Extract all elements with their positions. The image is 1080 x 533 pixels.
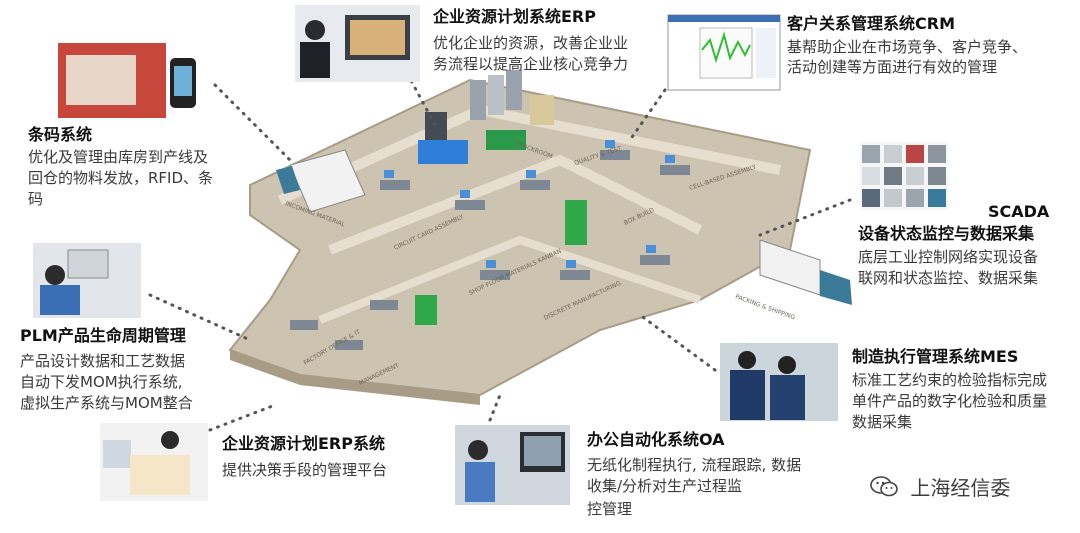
- scada-title: 设备状态监控与数据采集: [858, 224, 1035, 243]
- barcode-desc-2: 回仓的物料发放，RFID、条: [28, 169, 214, 187]
- mes-desc-1: 标准工艺约束的检验指标完成: [852, 371, 1048, 389]
- plm-title: PLM产品生命周期管理: [20, 326, 186, 345]
- oa-desc-2: 收集/分析对生产过程监: [587, 477, 743, 495]
- green-rack: [565, 200, 587, 245]
- erp-top-desc-2: 务流程以提高企业核心竞争力: [433, 55, 629, 73]
- erp-bottom-title: 企业资源计划ERP系统: [222, 434, 385, 453]
- scada-title-en: SCADA: [988, 202, 1050, 221]
- mes-title: 制造执行管理系统MES: [852, 347, 1019, 366]
- scada-desc-1: 底层工业控制网络实现设备: [858, 248, 1039, 266]
- shipping-truck: [759, 239, 852, 305]
- incoming-truck: [276, 149, 366, 213]
- crm-desc-1: 基帮助企业在市场竞争、客户竞争、: [787, 38, 1028, 56]
- oa-desc-3: 控管理: [587, 500, 633, 518]
- erp-top-title: 企业资源计划系统ERP: [433, 7, 596, 26]
- connector-lines: [148, 58, 852, 432]
- crm-desc-2: 活动创建等方面进行有效的管理: [787, 58, 998, 76]
- scada-photo: [860, 142, 948, 210]
- watermark: 上海经信委: [870, 472, 1010, 503]
- oa-desc-1: 无纸化制程执行, 流程跟踪, 数据: [587, 456, 802, 474]
- wechat-icon: [870, 476, 898, 503]
- erp-top-desc-1: 优化企业的资源，改善企业业: [433, 34, 629, 52]
- barcode-desc-3: 码: [28, 190, 44, 208]
- scada-desc-2: 联网和状态监控、数据采集: [858, 269, 1039, 287]
- mes-desc-2: 单件产品的数字化检验和质量: [852, 392, 1048, 410]
- barcode-title: 条码系统: [28, 125, 93, 144]
- plm-desc-1: 产品设计数据和工艺数据: [20, 352, 186, 370]
- stockroom-racks: [425, 70, 554, 140]
- watermark-text: 上海经信委: [910, 476, 1011, 500]
- crm-title: 客户关系管理系统CRM: [787, 14, 955, 33]
- svg-text:PACKING & SHIPPING: PACKING & SHIPPING: [734, 293, 796, 321]
- factory-floor-side: [230, 350, 480, 405]
- plm-desc-2: 自动下发MOM执行系统,: [20, 373, 183, 391]
- barcode-desc-1: 优化及管理由库房到产线及: [28, 148, 209, 166]
- oa-title: 办公自动化系统OA: [587, 430, 725, 449]
- mes-desc-3: 数据采集: [852, 413, 913, 431]
- plm-desc-3: 虚拟生产系统与MOM整合: [20, 394, 193, 412]
- display-board: [418, 140, 468, 164]
- erp-bottom-desc-1: 提供决策手段的管理平台: [222, 461, 388, 479]
